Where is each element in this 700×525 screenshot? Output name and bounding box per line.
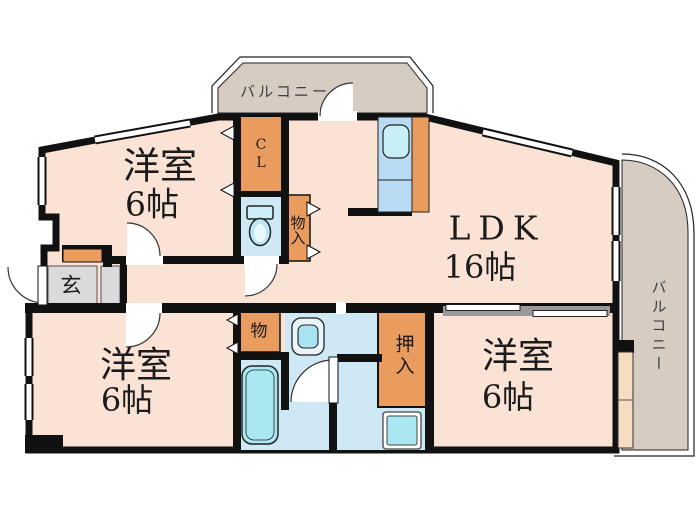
doors (7, 82, 357, 404)
label-ldk-size: 16帖 (443, 248, 517, 286)
door-arc (126, 313, 160, 347)
door-leaf (37, 265, 48, 306)
kitchen-counter-icon (377, 116, 430, 213)
door-arc (291, 360, 333, 402)
door-leaf (328, 356, 339, 404)
door-opening (244, 256, 279, 265)
shoe-cabinet-front (62, 248, 103, 263)
kitchen-sink-icon (382, 124, 410, 159)
hall-storage-zone (284, 194, 311, 262)
label-bedroom-bottom-right-size: 6帖 (481, 378, 535, 416)
label-bedroom-bottom-left-size: 6帖 (100, 381, 154, 419)
sliding-door (443, 304, 610, 317)
label-closet: CL (253, 137, 269, 173)
label-entrance: 玄 (60, 273, 82, 298)
door-opening (126, 303, 162, 313)
door-arc (8, 267, 44, 303)
closet-door-markers (219, 125, 322, 355)
windows (24, 118, 621, 420)
door-arc (245, 264, 277, 296)
door-arc (127, 223, 160, 256)
entrance-floor-right (100, 265, 121, 307)
bathtub-icon (241, 365, 279, 445)
door-arc (320, 83, 353, 116)
door-opening (126, 255, 163, 265)
entrance-floor-left (47, 265, 98, 307)
label-bedroom-bottom-right-name: 洋室 (481, 336, 555, 377)
balcony-right (614, 153, 695, 457)
balcony-top (211, 56, 434, 114)
label-ldk-name: LDK (448, 208, 546, 248)
closet-zone (237, 117, 285, 197)
label-oshiire: 押入 (392, 334, 415, 378)
washing-machine-icon (382, 411, 422, 450)
label-bedroom-top-left-size: 6帖 (125, 184, 179, 224)
label-bedroom-top-left-name: 洋室 (123, 144, 197, 188)
label-bedroom-bottom-left-name: 洋室 (99, 345, 173, 386)
label-hall-storage: 物入 (288, 215, 307, 245)
toilet-icon (246, 205, 274, 247)
label-small-storage: 物 (250, 321, 268, 342)
door-opening (336, 302, 346, 314)
balcony-sliding-door (617, 351, 634, 449)
label-balcony-right: バルコニー (649, 279, 668, 375)
label-balcony-top: バルコニー (240, 82, 330, 101)
washbasin-icon (291, 317, 325, 356)
